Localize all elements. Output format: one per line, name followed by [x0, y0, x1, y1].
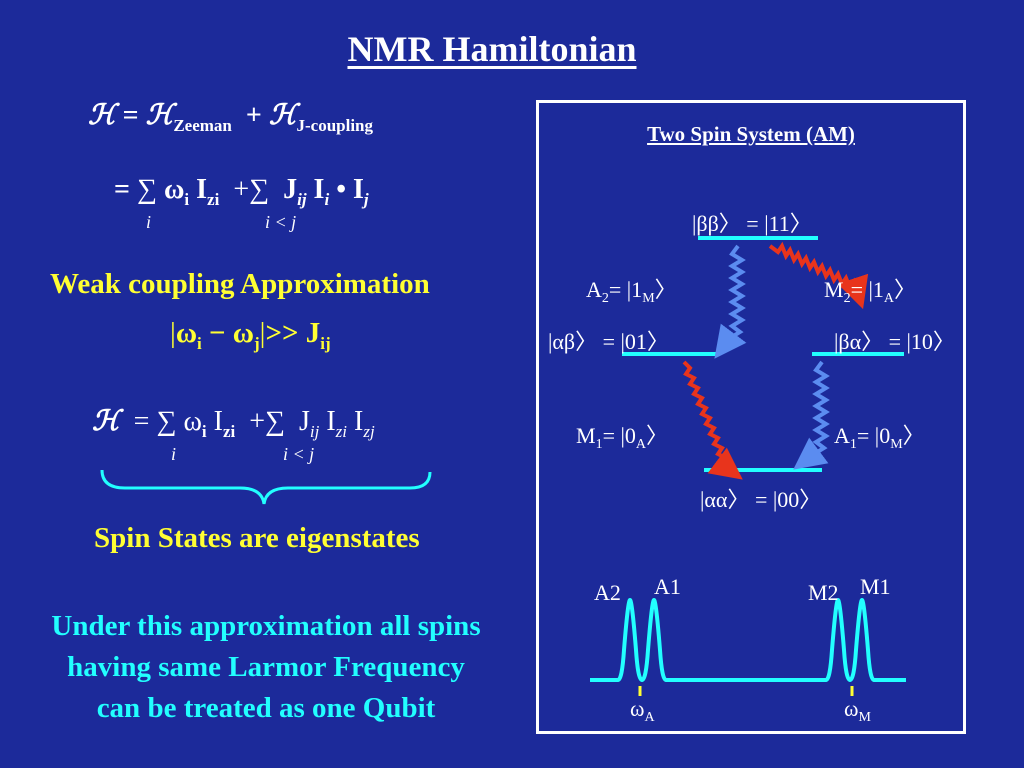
- approximation-note: Under this approximation all spins havin…: [6, 606, 526, 729]
- state-alpha-alpha: |αα〉 = |00〉: [700, 487, 822, 512]
- approximation-line-1: Under this approximation all spins: [51, 610, 481, 642]
- hamiltonian-equation: ℋ = ℋZeeman + ℋJ-coupling: [88, 100, 374, 135]
- approximation-line-2: having same Larmor Frequency: [67, 651, 465, 683]
- peak-label-a1: A1: [654, 574, 681, 599]
- omega-m-label: ωM: [844, 696, 871, 725]
- sum-index-i-lt-j: i < j: [265, 212, 297, 232]
- transition-m2-label: M2= |1A〉: [824, 277, 917, 306]
- peak-label-m2: M2: [808, 580, 839, 605]
- spin-states-note: Spin States are eigenstates: [94, 522, 420, 554]
- transition-a2-label: A2= |1M〉: [586, 277, 677, 306]
- sum-index-i-2: i: [171, 444, 177, 464]
- two-spin-panel: [536, 100, 966, 734]
- state-alpha-beta: |αβ〉 = |01〉: [548, 329, 669, 354]
- weak-coupling-condition: |ωi − ωj|>> Jij: [170, 317, 331, 353]
- weak-coupling-hamiltonian: ℋ = ∑ ωi Izi +∑ Jij Izi Izj: [92, 406, 375, 441]
- sum-index-i-lt-j-2: i < j: [283, 444, 315, 464]
- omega-a-label: ωA: [630, 696, 655, 725]
- sum-index-i: i: [146, 212, 152, 232]
- approximation-line-3: can be treated as one Qubit: [96, 692, 436, 724]
- page-title: NMR Hamiltonian: [347, 29, 637, 69]
- weak-coupling-heading: Weak coupling Approximation: [50, 268, 430, 300]
- panel-title: Two Spin System (AM): [647, 122, 855, 146]
- hamiltonian-expanded-equation: = ∑ ωi Izi +∑ Jij Ii • Ij: [114, 174, 369, 209]
- state-beta-beta: |ββ〉 = |11〉: [692, 211, 812, 236]
- transition-m1-label: M1= |0A〉: [576, 423, 669, 452]
- peak-label-m1: M1: [860, 574, 891, 599]
- peak-label-a2: A2: [594, 580, 621, 605]
- transition-a1-label: A1= |0M〉: [834, 423, 925, 452]
- state-beta-alpha: |βα〉 = |10〉: [834, 329, 955, 354]
